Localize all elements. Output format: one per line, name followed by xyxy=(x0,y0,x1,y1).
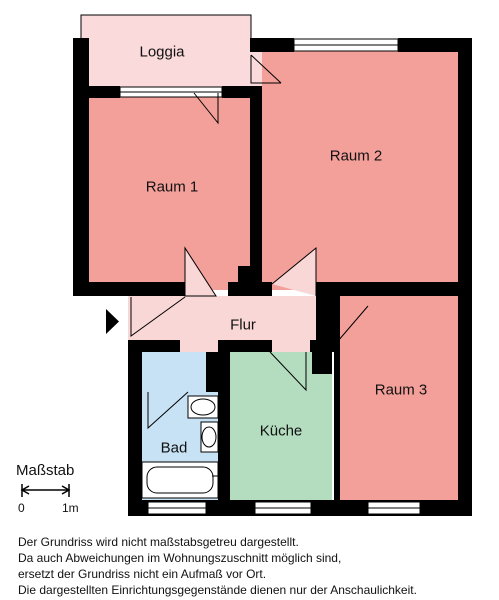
disclaimer-line: Der Grundriss wird nicht maßstabsgetreu … xyxy=(18,535,299,549)
raum2-label: Raum 2 xyxy=(329,147,383,165)
raum1-area xyxy=(80,88,258,290)
loggia-label: Loggia xyxy=(139,43,185,61)
walls xyxy=(73,38,472,516)
scale-start-label: 0 xyxy=(18,501,25,515)
loggia-door xyxy=(250,52,282,86)
scale-bar xyxy=(20,484,71,497)
disclaimer: Der Grundriss wird nicht maßstabsgetreu … xyxy=(18,534,493,598)
raum3-area xyxy=(334,290,464,502)
windows xyxy=(119,38,421,515)
raum3-label: Raum 3 xyxy=(374,381,428,399)
door-swings xyxy=(130,92,369,430)
scale-title: Maßstab xyxy=(16,462,75,479)
loggia-area xyxy=(80,14,252,90)
flur-label: Flur xyxy=(230,316,256,334)
scale-end-label: 1m xyxy=(62,501,79,515)
raum2-area xyxy=(258,48,464,290)
bad-label: Bad xyxy=(160,439,188,457)
entrance-arrow-icon xyxy=(106,309,119,334)
kueche-area xyxy=(228,352,332,500)
disclaimer-line: ersetzt der Grundriss nicht ein Aufmaß v… xyxy=(18,567,267,581)
disclaimer-line: Da auch Abweichungen im Wohnungszuschnit… xyxy=(18,551,342,565)
disclaimer-line: Die dargestellten Einrichtungsgegenständ… xyxy=(18,583,417,597)
bathroom-fixtures xyxy=(141,395,219,499)
raum1-label: Raum 1 xyxy=(145,178,199,196)
kueche-label: Küche xyxy=(259,422,303,440)
